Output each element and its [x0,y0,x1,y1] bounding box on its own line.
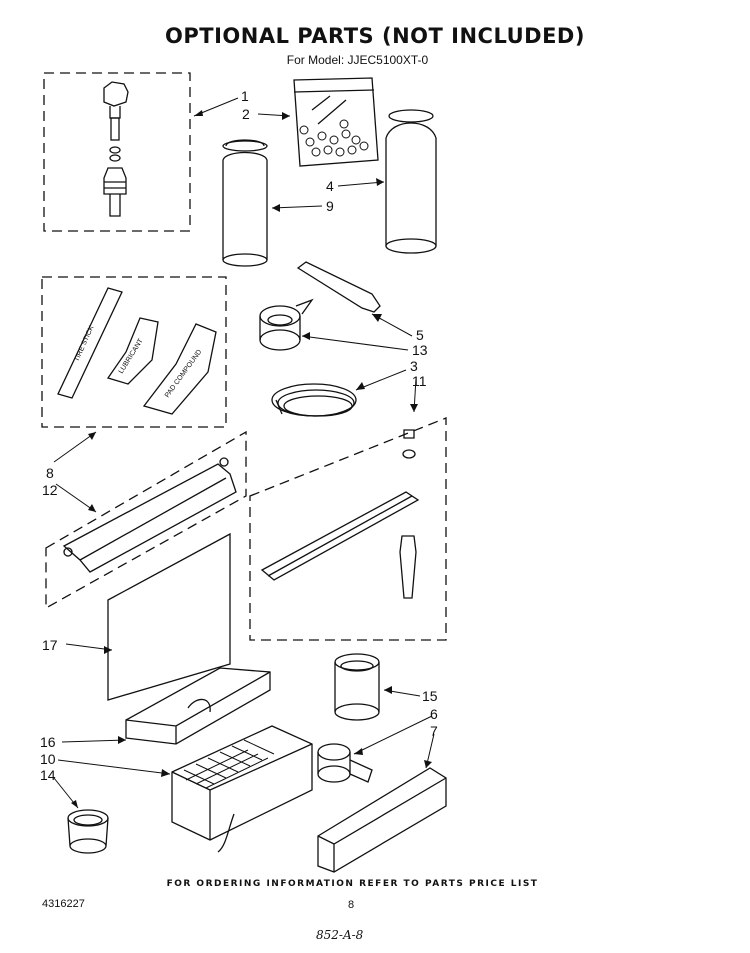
handwritten-annotation: 852-A-8 [316,928,364,942]
kit-box-12 [45,430,247,610]
callout-13: 13 [412,342,428,358]
paint-can-drawing [334,653,380,721]
lubricant-kit-drawing [57,287,217,415]
large-spray-can-drawing [385,109,437,254]
callout-1: 1 [241,88,249,104]
callout-16: 16 [40,734,56,750]
callout-14: 14 [40,767,56,783]
fitting-assembly-drawing [103,81,129,217]
callout-9: 9 [326,198,334,214]
arrowheads [71,110,432,808]
kit-box-8 [41,276,227,428]
callout-6: 6 [430,706,438,722]
callout-4: 4 [326,178,334,194]
kit-box-1 [43,72,191,232]
callout-7: 7 [430,723,438,739]
callout-2: 2 [242,106,250,122]
callout-3: 3 [410,358,418,374]
page-number: 8 [348,899,355,911]
kit-box-11 [249,417,447,641]
small-tape-drawing [317,743,373,783]
tube-a-label: LUBRICANT [118,337,145,375]
callout-12: 12 [42,482,58,498]
flat-panel-drawing [107,532,231,701]
cover-panel-drawing [62,457,237,573]
tube-stick-label: TIRE STICK [73,324,95,362]
callout-10: 10 [40,751,56,767]
callout-8: 8 [46,465,54,481]
bracket-kit-drawing [260,429,420,599]
insulation-block-drawing [125,667,271,745]
callout-5: 5 [416,327,424,343]
long-bar-drawing [317,767,447,873]
parts-bag-drawing [293,77,379,167]
tube-b-label: PAD COMPOUND [164,349,203,400]
document-number: 4316227 [42,898,85,910]
leader-lines [53,97,435,809]
callout-11: 11 [412,373,427,389]
tape-roll-drawing [259,298,314,351]
wire-coil-drawing [271,383,357,417]
callout-17: 17 [42,637,58,653]
callout-15: 15 [422,688,438,704]
cup-drawing [67,809,109,854]
tube-drawing [296,261,381,313]
model-subtitle: For Model: JJEC5100XT-0 [286,53,429,67]
ordering-note: FOR ORDERING INFORMATION REFER TO PARTS … [166,879,539,889]
small-spray-can-drawing [222,139,268,267]
page-title: OPTIONAL PARTS (NOT INCLUDED) [165,24,585,48]
element-grid-drawing [171,725,313,853]
